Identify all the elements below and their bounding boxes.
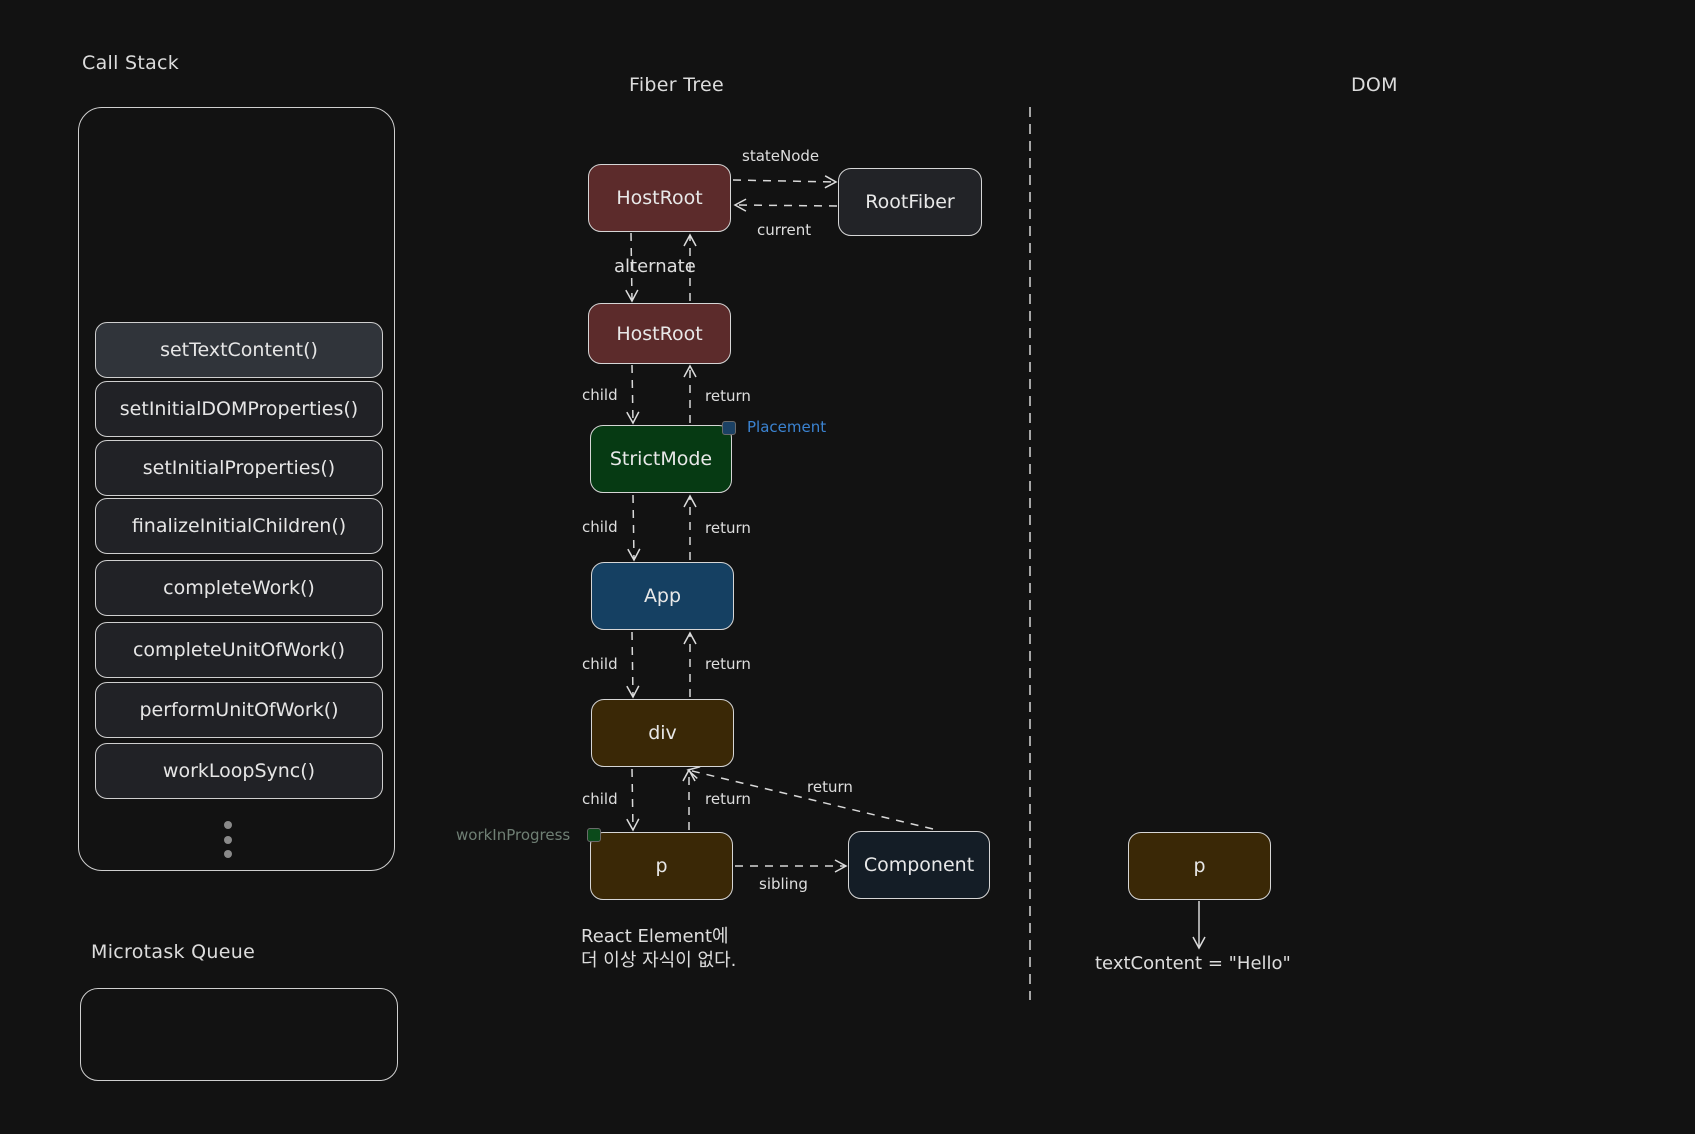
edge-label-sibling: sibling: [759, 875, 808, 893]
edge-child-4: [626, 768, 640, 832]
fiber-tree-title: Fiber Tree: [629, 74, 725, 96]
microtask-queue-title: Microtask Queue: [91, 941, 256, 963]
fiber-node-rootfiber[interactable]: RootFiber: [838, 168, 982, 236]
call-stack-frame[interactable]: performUnitOfWork(): [95, 682, 383, 738]
dom-node-p[interactable]: p: [1128, 832, 1271, 900]
placement-flag-label: Placement: [747, 418, 827, 436]
edge-label-return: return: [705, 519, 751, 537]
call-stack-frame[interactable]: setInitialProperties(): [95, 440, 383, 496]
note-line-1: React Element에: [581, 926, 729, 947]
ellipsis-vertical-icon: [224, 850, 232, 858]
call-stack-frame[interactable]: setTextContent(): [95, 322, 383, 378]
dom-text-content: textContent = "Hello": [1095, 953, 1291, 974]
edge-label-child: child: [582, 655, 618, 673]
ellipsis-vertical-icon: [224, 836, 232, 844]
edge-label-child: child: [582, 386, 618, 404]
edge-label-return: return: [705, 655, 751, 673]
call-stack-frame[interactable]: workLoopSync(): [95, 743, 383, 799]
edge-statenode: [732, 175, 838, 189]
edge-label-return: return: [705, 387, 751, 405]
fiber-node-hostroot-current[interactable]: HostRoot: [588, 164, 731, 232]
placement-marker: [722, 421, 736, 435]
edge-alternate-down: [625, 232, 639, 303]
edge-label-alternate: alternate: [614, 256, 696, 277]
edge-label-return-component: return: [807, 778, 853, 796]
fiber-node-p[interactable]: p: [590, 832, 733, 900]
edge-label-statenode: stateNode: [742, 147, 820, 165]
call-stack-panel: setTextContent()setInitialDOMProperties(…: [78, 107, 395, 871]
edge-label-child: child: [582, 790, 618, 808]
edge-child-2: [627, 494, 641, 562]
fiber-node-hostroot-wip[interactable]: HostRoot: [588, 303, 731, 364]
work-in-progress-marker: [587, 828, 601, 842]
call-stack-frame[interactable]: completeWork(): [95, 560, 383, 616]
edge-label-current: current: [757, 221, 812, 239]
call-stack-frame[interactable]: completeUnitOfWork(): [95, 622, 383, 678]
ellipsis-vertical-icon: [224, 821, 232, 829]
fiber-node-component[interactable]: Component: [848, 831, 990, 899]
dom-title: DOM: [1351, 74, 1398, 96]
call-stack-frame[interactable]: finalizeInitialChildren(): [95, 498, 383, 554]
fiber-node-app[interactable]: App: [591, 562, 734, 630]
work-in-progress-label: workInProgress: [456, 826, 571, 844]
call-stack-frame[interactable]: setInitialDOMProperties(): [95, 381, 383, 437]
call-stack-title: Call Stack: [82, 52, 180, 74]
edge-child-3: [626, 631, 640, 699]
microtask-queue-panel: [80, 988, 398, 1081]
fiber-node-div[interactable]: div: [591, 699, 734, 767]
note-line-2: 더 이상 자식이 없다.: [581, 950, 737, 971]
edge-label-return: return: [705, 790, 751, 808]
fiber-node-strictmode[interactable]: StrictMode: [590, 425, 732, 493]
edge-child-1: [626, 364, 640, 425]
edge-current: [733, 198, 838, 212]
edge-return-component: [686, 766, 934, 830]
edge-label-child: child: [582, 518, 618, 536]
